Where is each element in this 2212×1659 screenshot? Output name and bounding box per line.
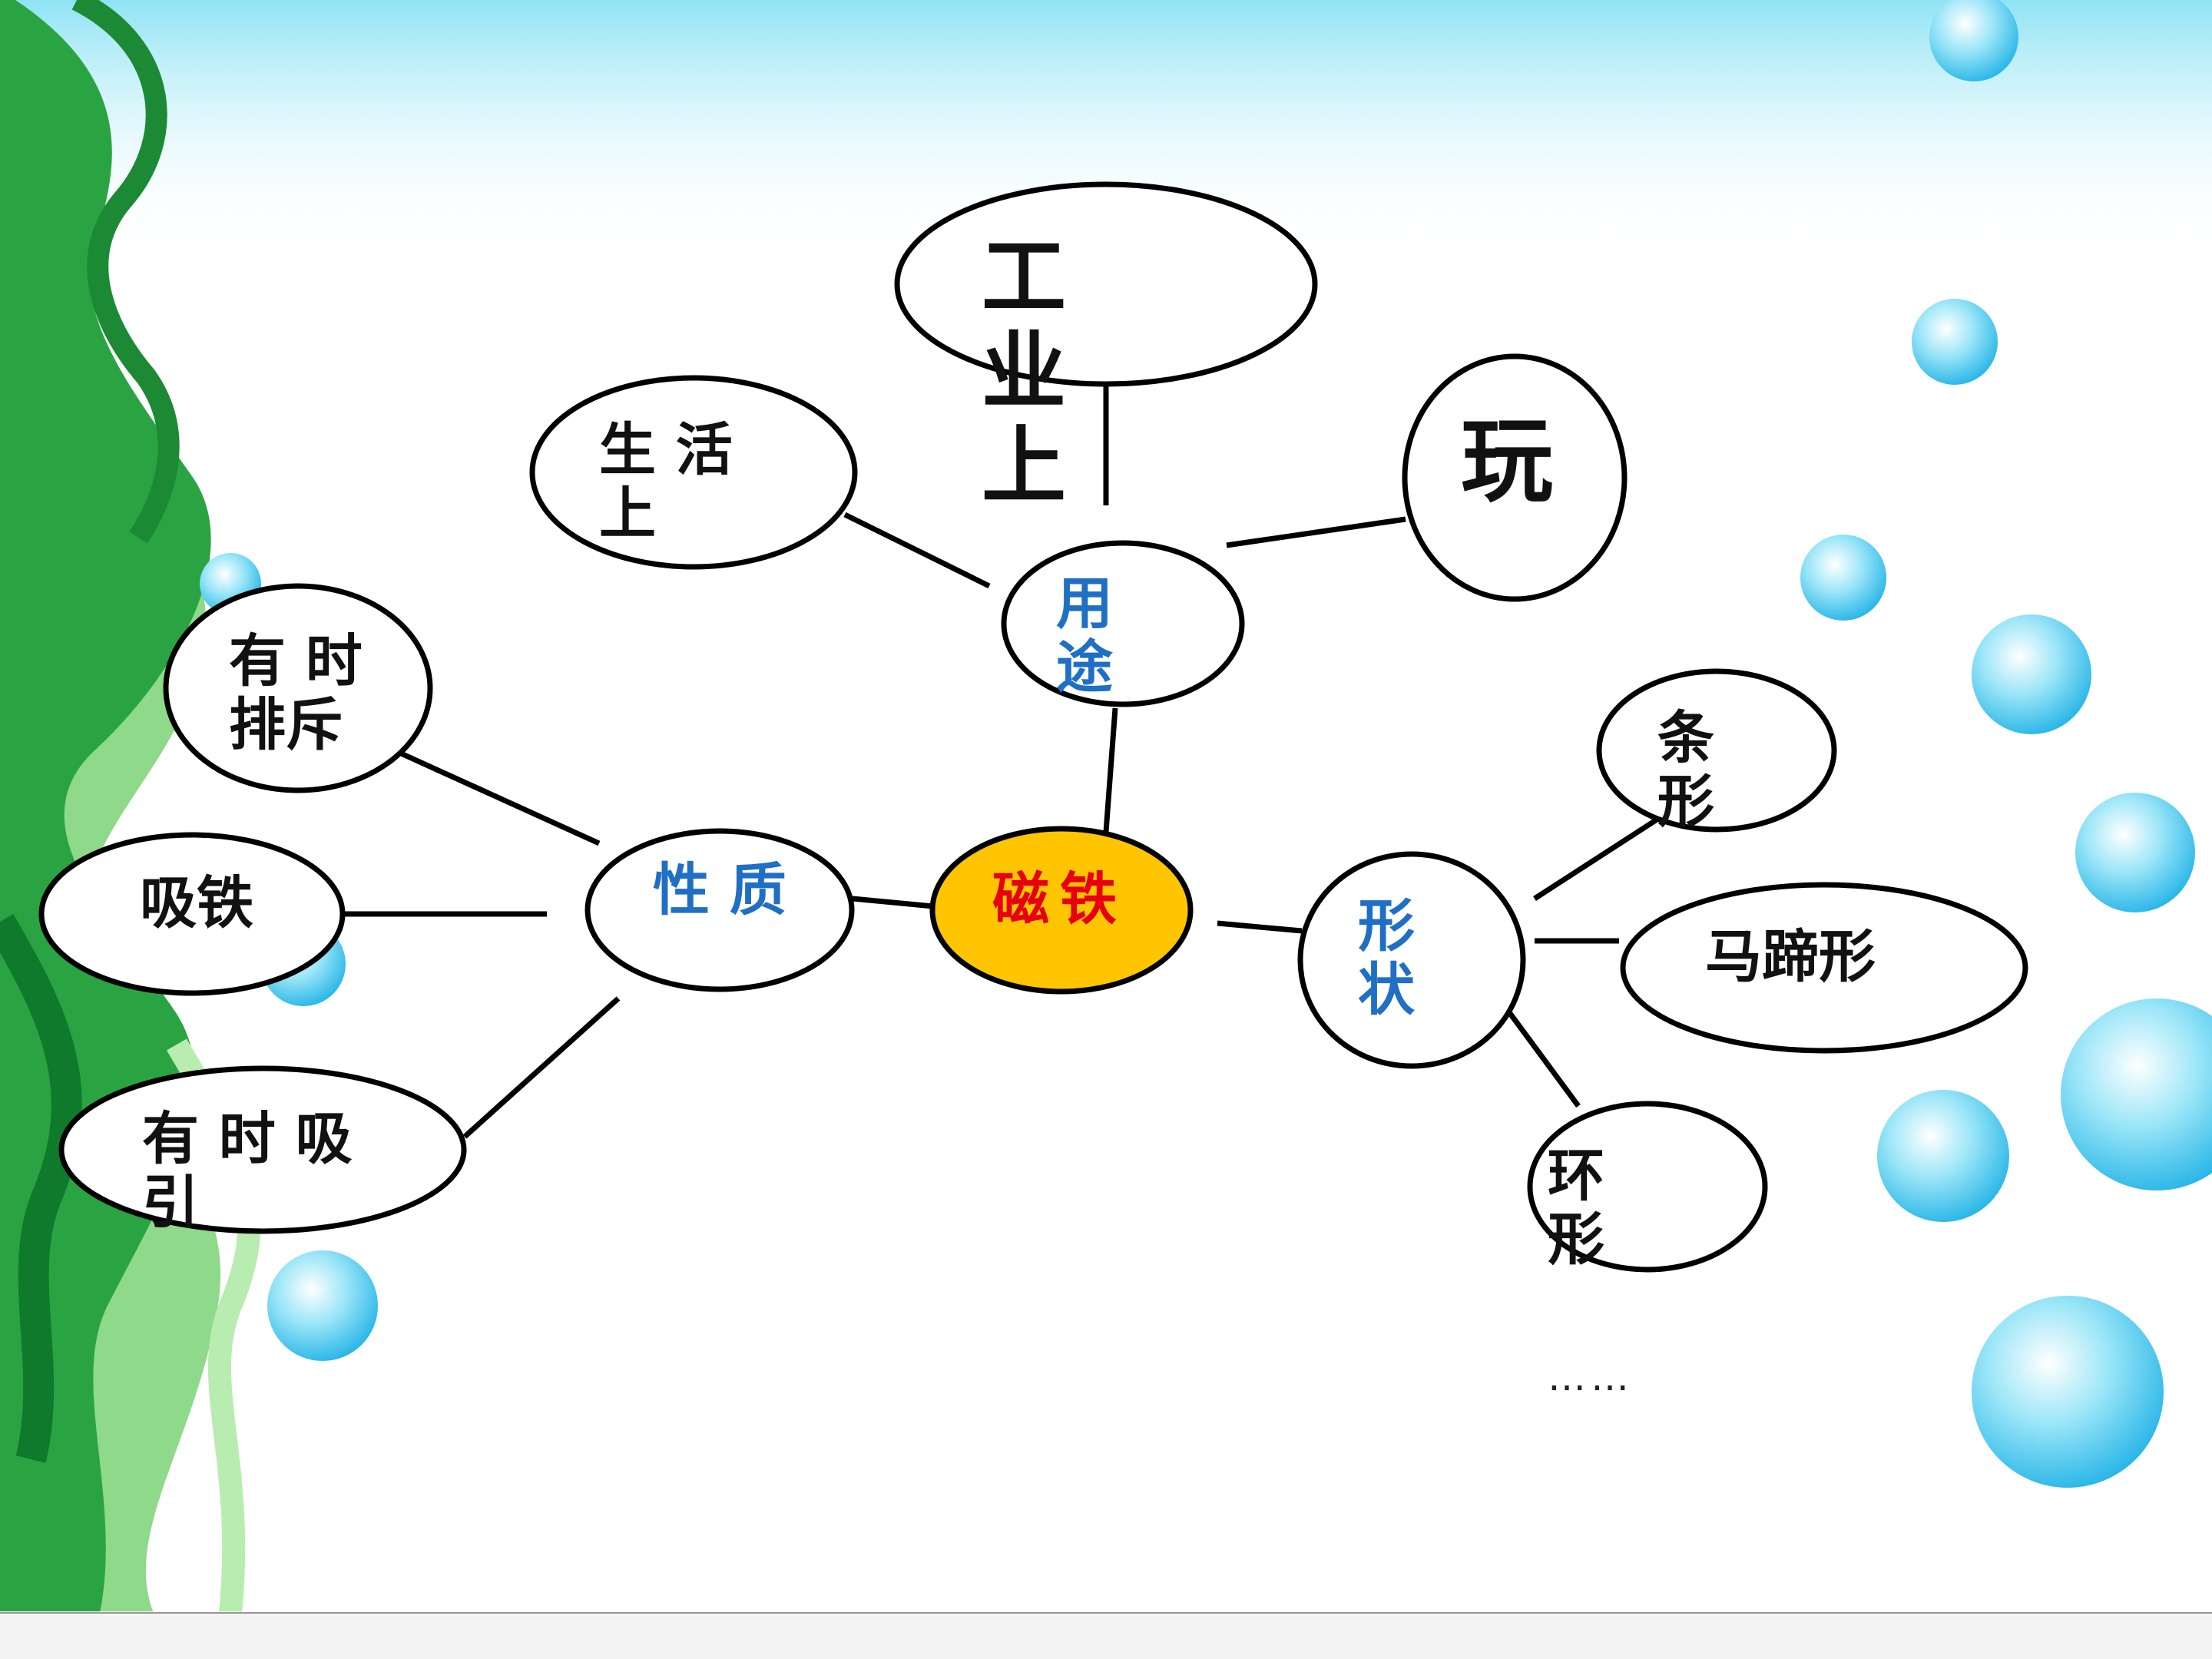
- leaf-node-ring-shape: [1527, 1101, 1768, 1273]
- leaf-label-sometimes-repel: 有 时 排斥: [229, 628, 363, 758]
- seaweed-decoration: [0, 0, 261, 1614]
- leaf-node-industry: [894, 181, 1318, 387]
- bottom-strip: [0, 1611, 2212, 1659]
- leaf-label-sometimes-attract: 有 时 吸引: [142, 1106, 353, 1236]
- leaf-node-daily-life: [529, 375, 858, 570]
- leaf-node-sometimes-repel: [163, 583, 433, 793]
- leaf-node-toys: [1402, 353, 1628, 602]
- leaf-node-attract-iron: [38, 832, 346, 996]
- center-node: [929, 826, 1194, 995]
- shapes-more-ellipsis: ……: [1548, 1355, 1634, 1399]
- branch-label-shapes: 形 状: [1358, 893, 1415, 1023]
- leaf-label-daily-life: 生 活 上: [599, 417, 733, 547]
- branch-node-shapes: [1297, 851, 1526, 1069]
- leaf-label-industry: 工 业 上: [982, 228, 1139, 516]
- leaf-label-horseshoe-shape: 马蹄形: [1705, 924, 1876, 990]
- leaf-label-bar-shape: 条 形: [1657, 705, 1714, 835]
- branch-node-properties: [584, 828, 855, 992]
- leaf-label-attract-iron: 吸铁: [140, 870, 253, 936]
- branch-label-uses: 用 途: [1056, 571, 1113, 700]
- leaf-node-horseshoe-shape: [1620, 882, 2028, 1054]
- branch-node-uses: [1001, 540, 1245, 707]
- leaf-label-ring-shape: 环 形: [1548, 1143, 1604, 1273]
- leaf-label-toys: 玩: [1461, 409, 1553, 515]
- leaf-node-sometimes-attract: [58, 1065, 467, 1234]
- leaf-node-bar-shape: [1596, 668, 1837, 833]
- connector-lines: [344, 384, 1664, 1139]
- branch-label-properties: 性 质: [653, 857, 786, 923]
- center-label: 磁铁: [992, 866, 1128, 932]
